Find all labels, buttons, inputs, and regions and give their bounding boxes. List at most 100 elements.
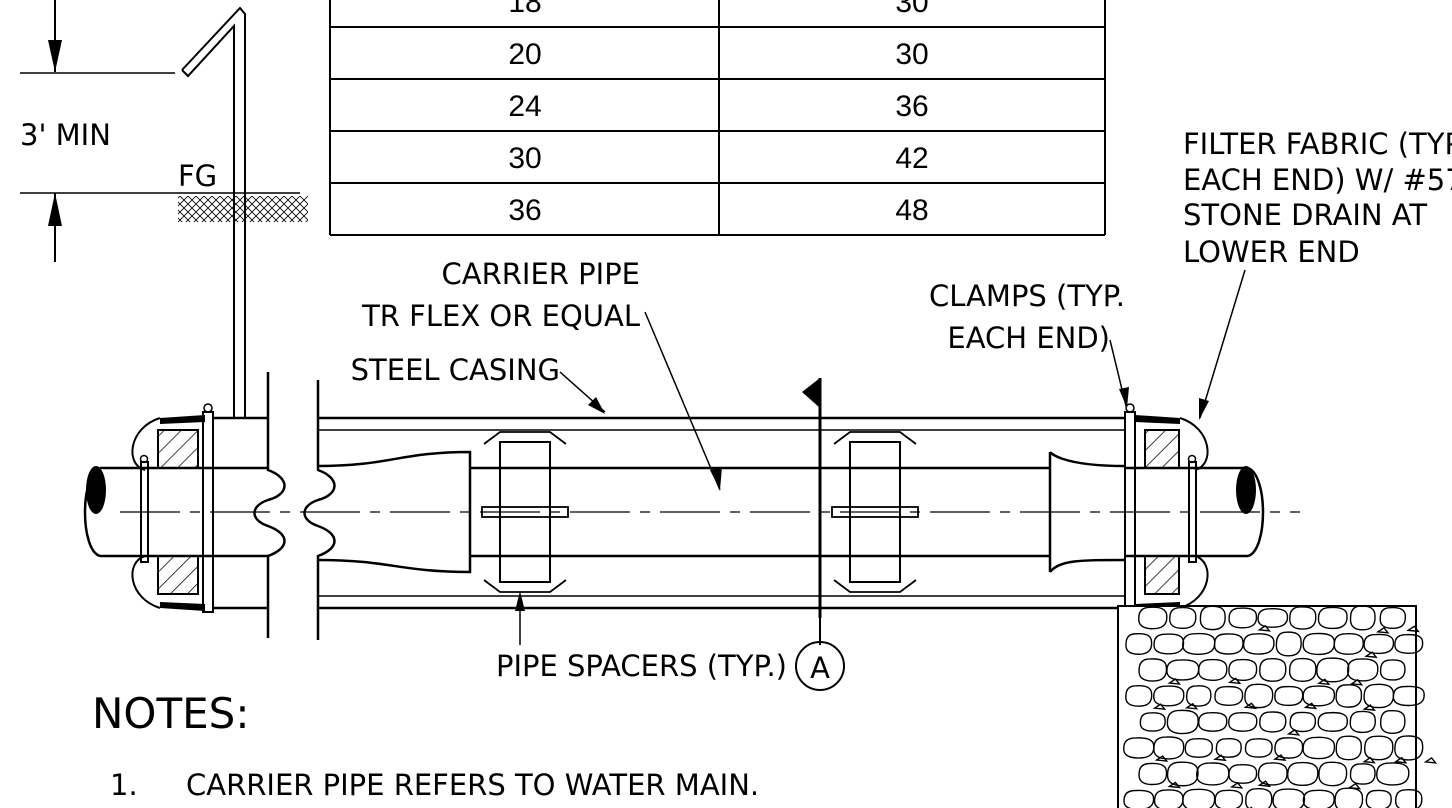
stone [1335, 684, 1363, 708]
stone [1228, 712, 1258, 732]
stone [1166, 709, 1199, 735]
filter-fabric-label-line3: STONE DRAIN AT [1183, 198, 1427, 232]
stone [1214, 789, 1244, 808]
filter-fabric-label-line4: LOWER END [1183, 235, 1360, 269]
stone [1257, 607, 1289, 628]
stone [1333, 633, 1364, 655]
min-depth-label: 3' MIN [20, 118, 111, 152]
stone [1349, 710, 1376, 734]
stone [1287, 761, 1319, 787]
stone [1289, 711, 1317, 733]
stone [1317, 711, 1348, 732]
clamps-label-line2: EACH END) [947, 321, 1110, 355]
left-end-seal [131, 403, 268, 613]
stone-chip [1375, 626, 1390, 634]
stone [1379, 606, 1406, 630]
section-cut-line: A [795, 378, 845, 691]
stone [1153, 736, 1185, 760]
stone [1349, 605, 1376, 631]
left-carrier-pipe [83, 466, 268, 558]
table-cell: 18 [508, 0, 541, 19]
stone [1364, 735, 1394, 761]
stone [1228, 658, 1258, 682]
stone-chip [1167, 678, 1182, 685]
steel-casing [318, 416, 1125, 610]
table-cell: 30 [508, 142, 541, 175]
pipe-spacer [481, 431, 569, 593]
stone-chip [1286, 728, 1301, 736]
stone-chip [1152, 703, 1167, 711]
min-depth-dimension: 3' MIN [20, 0, 300, 262]
stone [1347, 658, 1379, 682]
stone [1380, 709, 1406, 734]
stone [1138, 606, 1168, 630]
stone-chip [1393, 756, 1408, 764]
stone [1259, 711, 1287, 733]
stone [1213, 633, 1244, 655]
stone [1198, 658, 1228, 682]
pipe-spacers-label: PIPE SPACERS (TYP.) [496, 649, 787, 683]
stone [1214, 685, 1244, 706]
stone [1335, 735, 1362, 761]
table-cell: 48 [895, 194, 928, 227]
stone [1302, 736, 1336, 760]
carrier-pipe [120, 450, 1300, 574]
stone [1379, 659, 1406, 681]
stone-chip [1349, 678, 1364, 686]
table-cell: 24 [508, 90, 541, 123]
stone [1272, 788, 1306, 808]
stone [1123, 789, 1155, 808]
filter-fabric-label: FILTER FABRIC (TYP. [1183, 127, 1452, 161]
carrier-pipe-label: CARRIER PIPE [442, 257, 640, 291]
stone [1289, 606, 1317, 630]
finished-grade: FG [178, 159, 308, 222]
stone-chip [1364, 651, 1378, 659]
stone [1125, 632, 1153, 655]
stone [1184, 737, 1213, 758]
stone [1242, 633, 1275, 655]
carrier-pipe-spec-label: TR FLEX OR EQUAL [361, 299, 640, 333]
stone [1186, 685, 1212, 707]
stone [1228, 607, 1258, 629]
break-lines [253, 372, 336, 640]
stone [1215, 737, 1242, 758]
steel-casing-label: STEEL CASING [351, 353, 560, 387]
note-number: 1. [110, 768, 138, 802]
table-cell: 20 [508, 38, 541, 71]
stone [1153, 685, 1185, 707]
stone [1376, 762, 1410, 786]
note-text: CARRIER PIPE REFERS TO WATER MAIN. [186, 768, 759, 802]
stone [1244, 738, 1273, 758]
stone [1125, 685, 1153, 707]
stone [1199, 605, 1226, 631]
stone [1169, 606, 1197, 630]
right-end-seal [1124, 403, 1209, 613]
clamps-label: CLAMPS (TYP. [929, 279, 1125, 313]
stone [1275, 631, 1302, 657]
pipe-spacer [831, 431, 919, 593]
stone-drain [1117, 605, 1438, 808]
size-table: 18 30 20 30 24 36 30 42 36 48 [329, 0, 1106, 236]
stone [1394, 633, 1424, 654]
stone [1317, 606, 1348, 630]
stone [1302, 789, 1335, 808]
table-cell: 30 [895, 38, 928, 71]
stone [1363, 633, 1395, 655]
filter-fabric-label-line2: EACH END) W/ #57 [1183, 163, 1452, 197]
stone [1302, 685, 1336, 707]
stone [1182, 788, 1216, 808]
stone [1334, 787, 1364, 808]
stone [1394, 735, 1424, 761]
stone [1166, 761, 1199, 787]
stone-chip [1213, 754, 1227, 762]
notes-heading: NOTES: [92, 689, 249, 738]
stone-chip [1257, 624, 1271, 632]
stone [1198, 712, 1228, 732]
stone [1288, 657, 1317, 683]
stone [1259, 657, 1287, 682]
table-cell: 36 [895, 90, 928, 123]
stone [1318, 761, 1348, 787]
stone [1244, 683, 1274, 709]
stone-chip [1229, 781, 1244, 789]
stone-chip [1423, 756, 1438, 764]
